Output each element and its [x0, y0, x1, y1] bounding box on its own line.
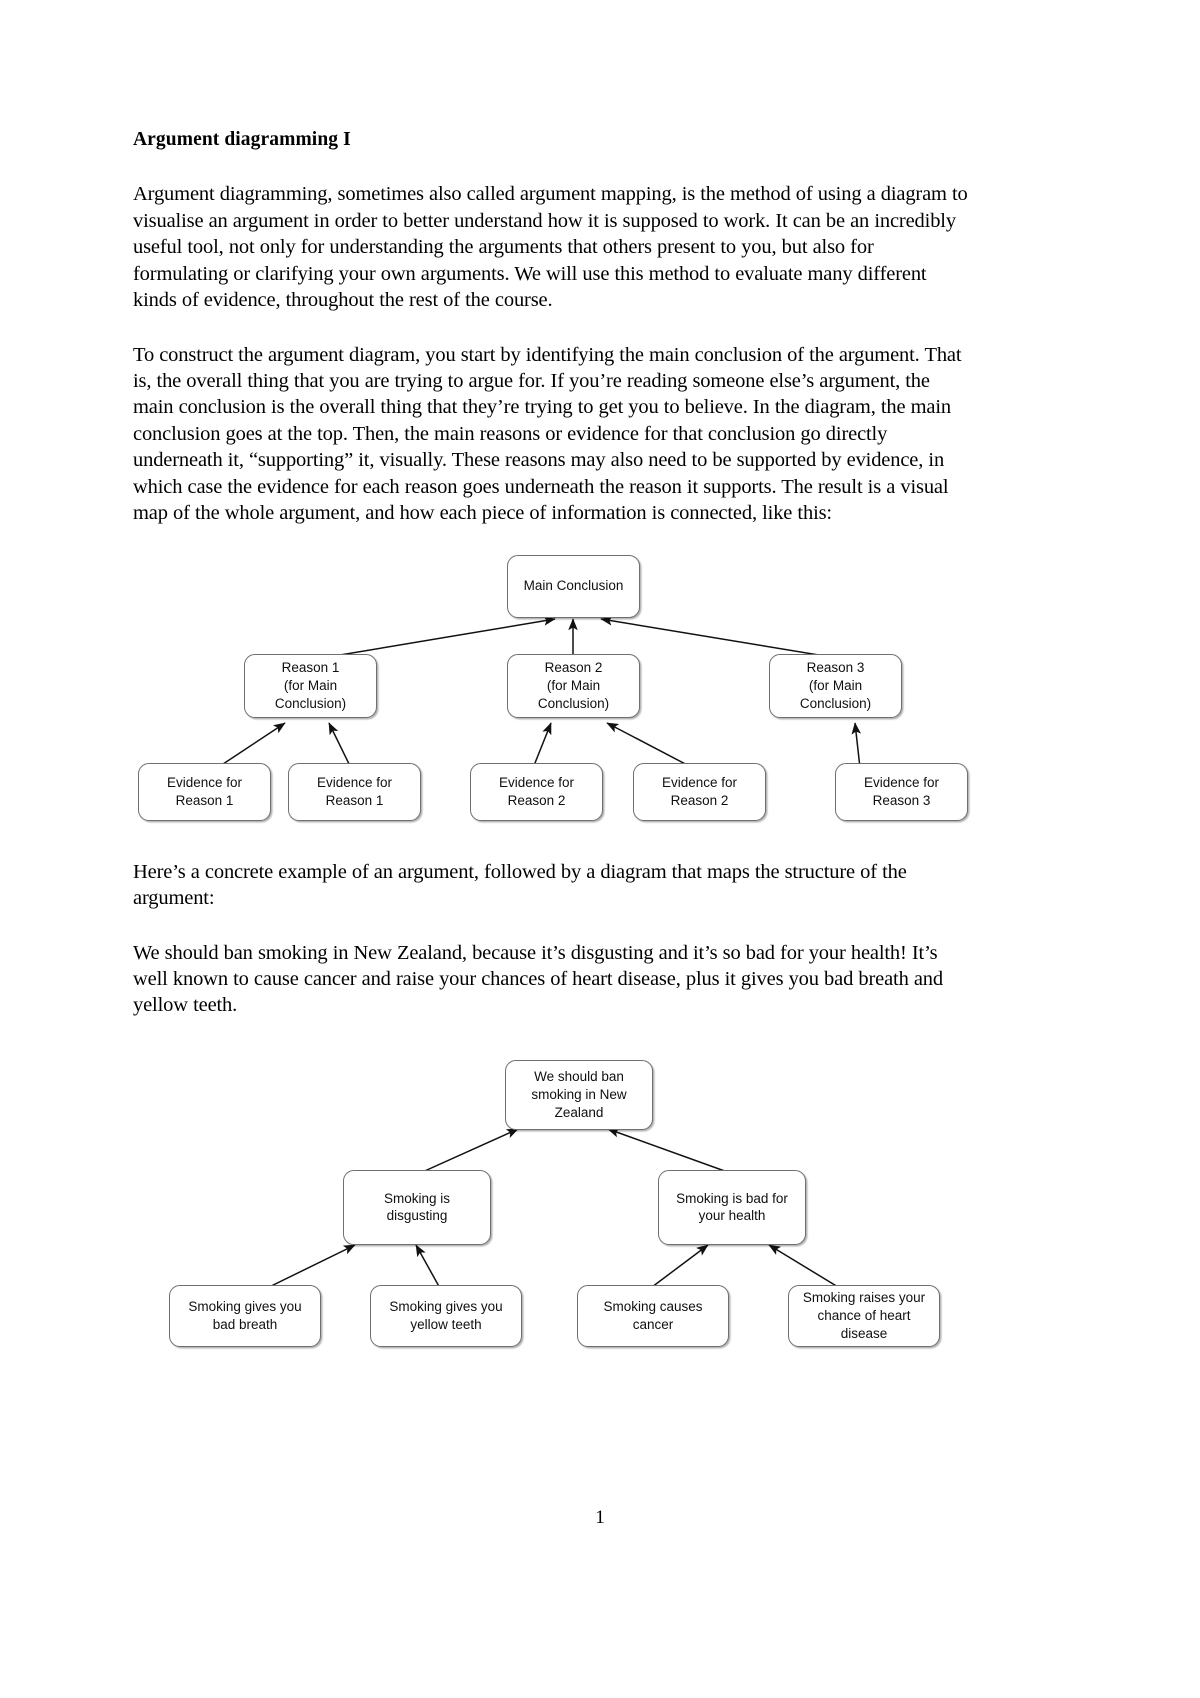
node-label: Reason 3 (for Main Conclusion) [799, 659, 872, 711]
node-label: Evidence for Reason 2 [661, 774, 738, 808]
generic-diagram-arrows [216, 615, 862, 769]
node-conclusion-ban-smoking[interactable]: We should ban smoking in New Zealand [505, 1059, 653, 1130]
node-label: Smoking raises your chance of heart dise… [802, 1290, 926, 1341]
smoking-argument-diagram: We should ban smoking in New Zealand Smo… [133, 1047, 973, 1347]
node-evidence-yellow-teeth[interactable]: Smoking gives you yellow teeth [370, 1284, 522, 1347]
node-label: Evidence for Reason 1 [166, 774, 243, 808]
node-label: Smoking gives you bad breath [188, 1299, 302, 1332]
node-reason-smoking-bad-health[interactable]: Smoking is bad for your health [658, 1169, 806, 1245]
node-reason-1[interactable]: Reason 1 (for Main Conclusion) [244, 653, 377, 718]
node-label: Evidence for Reason 2 [498, 774, 575, 808]
node-evidence-5[interactable]: Evidence for Reason 3 [835, 762, 968, 821]
node-label: Main Conclusion [523, 578, 624, 594]
node-label: Evidence for Reason 3 [863, 774, 940, 808]
node-evidence-1[interactable]: Evidence for Reason 1 [138, 762, 271, 821]
smoking-diagram-arrows [262, 1128, 844, 1291]
node-label: Evidence for Reason 1 [316, 774, 393, 808]
node-label: Reason 1 (for Main Conclusion) [274, 659, 347, 711]
document-content: Argument diagramming I Argument diagramm… [133, 128, 973, 1347]
node-evidence-heart-disease[interactable]: Smoking raises your chance of heart dise… [788, 1284, 940, 1347]
node-label: We should ban smoking in New Zealand [531, 1069, 627, 1120]
node-evidence-2[interactable]: Evidence for Reason 1 [288, 762, 421, 821]
paragraph-smoking-argument: We should ban smoking in New Zealand, be… [133, 941, 944, 1017]
paragraph-construct: To construct the argument diagram, you s… [133, 343, 962, 525]
node-evidence-causes-cancer[interactable]: Smoking causes cancer [577, 1284, 729, 1347]
node-evidence-4[interactable]: Evidence for Reason 2 [633, 762, 766, 821]
page-number: 1 [595, 1507, 605, 1528]
generic-argument-diagram: Main Conclusion Reason 1 (for Main Concl… [133, 554, 973, 821]
node-label: Smoking is disgusting [383, 1190, 451, 1224]
page-title: Argument diagramming I [133, 129, 351, 150]
node-reason-smoking-disgusting[interactable]: Smoking is disgusting [343, 1169, 491, 1245]
paragraph-intro: Argument diagramming, sometimes also cal… [133, 183, 968, 312]
paragraph-concrete-example: Here’s a concrete example of an argument… [133, 860, 907, 910]
node-label: Smoking is bad for your health [676, 1190, 788, 1224]
node-label: Reason 2 (for Main Conclusion) [537, 659, 610, 711]
node-evidence-bad-breath[interactable]: Smoking gives you bad breath [169, 1284, 321, 1347]
node-label: Smoking gives you yellow teeth [389, 1299, 503, 1332]
node-main-conclusion[interactable]: Main Conclusion [507, 554, 640, 618]
node-label: Smoking causes cancer [603, 1299, 703, 1332]
node-evidence-3[interactable]: Evidence for Reason 2 [470, 762, 603, 821]
node-reason-3[interactable]: Reason 3 (for Main Conclusion) [769, 653, 902, 718]
node-reason-2[interactable]: Reason 2 (for Main Conclusion) [507, 653, 640, 718]
